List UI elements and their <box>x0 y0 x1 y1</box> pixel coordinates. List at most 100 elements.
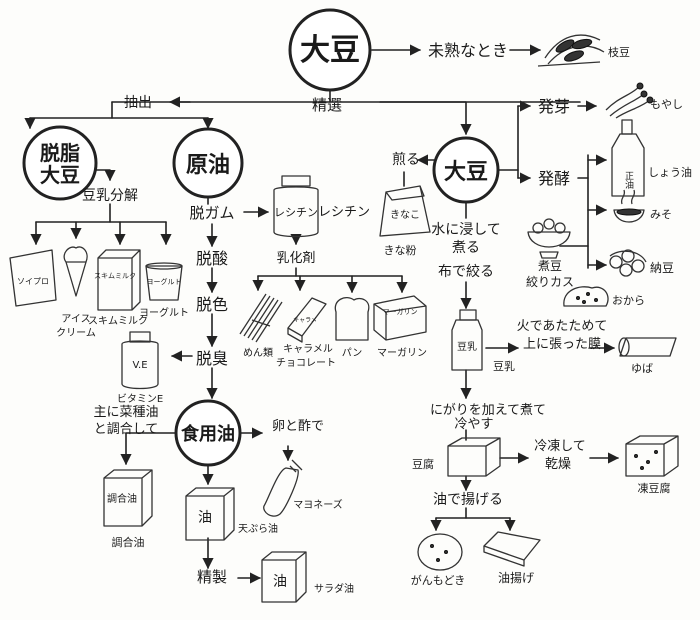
lecithin-jar-icon <box>273 175 319 238</box>
label-reshichin-box: レシチン <box>274 206 318 219</box>
label-kyarameru: キャラメル <box>283 343 333 355</box>
label-iru: 煎る <box>392 152 420 168</box>
labels: 大豆 未熟なとき 枝豆 抽出 精選 脱脂 大豆 原油 大豆 発芽 もやし 発酵 … <box>17 33 692 595</box>
tonyu-bottle-icon <box>451 309 483 371</box>
ice-cream-icon <box>63 246 88 297</box>
label-choco-box: キャラメ <box>293 317 317 324</box>
label-reshichin: レシチン <box>318 205 370 220</box>
label-shoyu-bottle: 正油 <box>623 171 634 190</box>
salad-oil-box-icon <box>261 551 307 603</box>
label-seisen: 精選 <box>312 96 342 114</box>
node-daizu-mid: 大豆 <box>444 160 488 185</box>
label-box-sukimu: スキムミルク <box>94 272 136 280</box>
label-ganmodoki: がんもどき <box>411 573 465 587</box>
label-shoyu: しょう油 <box>648 165 692 179</box>
label-aburaage: 油揚げ <box>498 571 534 585</box>
label-hi: 火であたためて <box>517 319 608 334</box>
node-daizu-top: 大豆 <box>300 33 360 68</box>
moyashi-icon <box>605 82 654 119</box>
label-koyadofu: 凍豆腐 <box>638 481 671 495</box>
node-genyu: 原油 <box>186 153 230 178</box>
label-salad-box: 油 <box>273 574 287 590</box>
label-kinako-bag: きなこ <box>390 209 420 221</box>
label-menrui: めん類 <box>243 347 273 359</box>
label-nigari: にがりを加えて煮て <box>430 403 546 418</box>
label-datsugamu: 脱ガム <box>189 204 234 222</box>
label-chushutsu: 抽出 <box>124 95 152 111</box>
label-saradayu: サラダ油 <box>314 582 354 595</box>
label-mayonezu: マヨネーズ <box>293 498 343 511</box>
label-magarin: マーガリン <box>377 347 427 359</box>
label-shuni: 主に菜種油 <box>93 404 158 420</box>
label-yuba: ゆば <box>631 362 653 375</box>
label-dassan: 脱酸 <box>196 249 228 268</box>
label-cup-yo: ヨーグルト <box>147 277 182 286</box>
yuba-icon <box>618 337 677 357</box>
label-tenpurayu: 天ぷら油 <box>238 522 278 535</box>
label-vitamin-bottle: V.E <box>132 360 147 371</box>
label-hiyasu: 冷やす <box>454 417 493 432</box>
label-chokoreto: チョコレート <box>276 357 336 369</box>
label-tofu: 豆腐 <box>412 457 434 471</box>
node-dasshi: 脱脂 <box>40 141 80 165</box>
label-sukimu: スキムミルク <box>88 315 148 327</box>
soy-cup-icon <box>9 249 57 307</box>
skim-milk-box-icon <box>97 249 141 311</box>
label-dasshu: 脱臭 <box>196 349 228 368</box>
label-tonyu-bunkai: 豆乳分解 <box>82 188 138 204</box>
label-cup-soy: ソイプロ <box>17 277 49 286</box>
mayonnaise-bottle-icon <box>263 459 303 517</box>
edamame-icon <box>537 34 605 67</box>
label-tamago: 卵と酢で <box>272 419 324 434</box>
label-shiborikasu: 絞りカス <box>526 274 574 289</box>
label-abura-ageru: 油で揚げる <box>433 491 503 508</box>
label-hakko: 発酵 <box>538 169 570 188</box>
label-abura-box: 油 <box>198 510 212 526</box>
label-nimame: 煮豆 <box>538 259 562 273</box>
label-natto: 納豆 <box>650 261 674 275</box>
label-chogoyu-box: 調合油 <box>107 492 137 505</box>
koyadofu-block-icon <box>625 435 679 477</box>
label-mizu: 水に浸して <box>431 222 501 238</box>
label-kurimu: クリーム <box>56 327 96 339</box>
aburaage-icon <box>483 531 541 567</box>
label-moyashi: もやし <box>650 98 683 111</box>
chogoyu-box-icon <box>103 469 153 527</box>
label-nyukazai: 乳化剤 <box>276 250 315 266</box>
tenpura-oil-box-icon <box>185 487 235 541</box>
label-hatsuga: 発芽 <box>538 97 570 116</box>
okara-icon <box>563 286 609 307</box>
label-dasshoku: 脱色 <box>196 295 228 314</box>
label-reito: 冷凍して <box>534 438 586 454</box>
label-tonyu-bottle: 豆乳 <box>457 340 477 353</box>
natto-icon <box>609 249 647 277</box>
label-kanso: 乾燥 <box>545 457 571 472</box>
label-tonyu: 豆乳 <box>493 360 515 373</box>
label-seisei: 精製 <box>197 568 227 586</box>
yogurt-cup-icon <box>145 262 183 301</box>
label-magarin-box: マーガリン <box>383 307 418 316</box>
label-vitamin: ビタミンE <box>117 393 163 405</box>
bread-icon <box>334 297 370 341</box>
kinako-bag-icon <box>379 185 431 237</box>
label-nuno: 布で絞る <box>438 264 494 280</box>
noodles-icon <box>239 293 283 343</box>
label-chogoyu: 調合油 <box>112 535 145 549</box>
miso-bowl-icon <box>613 189 645 223</box>
vitamin-e-bottle-icon <box>121 331 159 390</box>
label-ue: 上に張った膜 <box>523 337 601 352</box>
label-yoguruto: ヨーグルト <box>139 306 189 319</box>
label-mijuku: 未熟なとき <box>428 41 508 60</box>
label-chogo: と調合して <box>94 422 159 437</box>
label-niru: 煮る <box>452 240 480 256</box>
label-kinako: きな粉 <box>384 244 417 257</box>
node-dasshi-daizu: 大豆 <box>40 163 80 187</box>
margarine-box-icon <box>373 295 427 341</box>
tofu-block-icon <box>447 437 501 477</box>
ganmodoki-icon <box>417 533 463 571</box>
label-okara: おから <box>612 294 645 307</box>
node-shokuyoyu: 食用油 <box>180 423 235 445</box>
shoyu-bottle-icon <box>611 119 645 197</box>
